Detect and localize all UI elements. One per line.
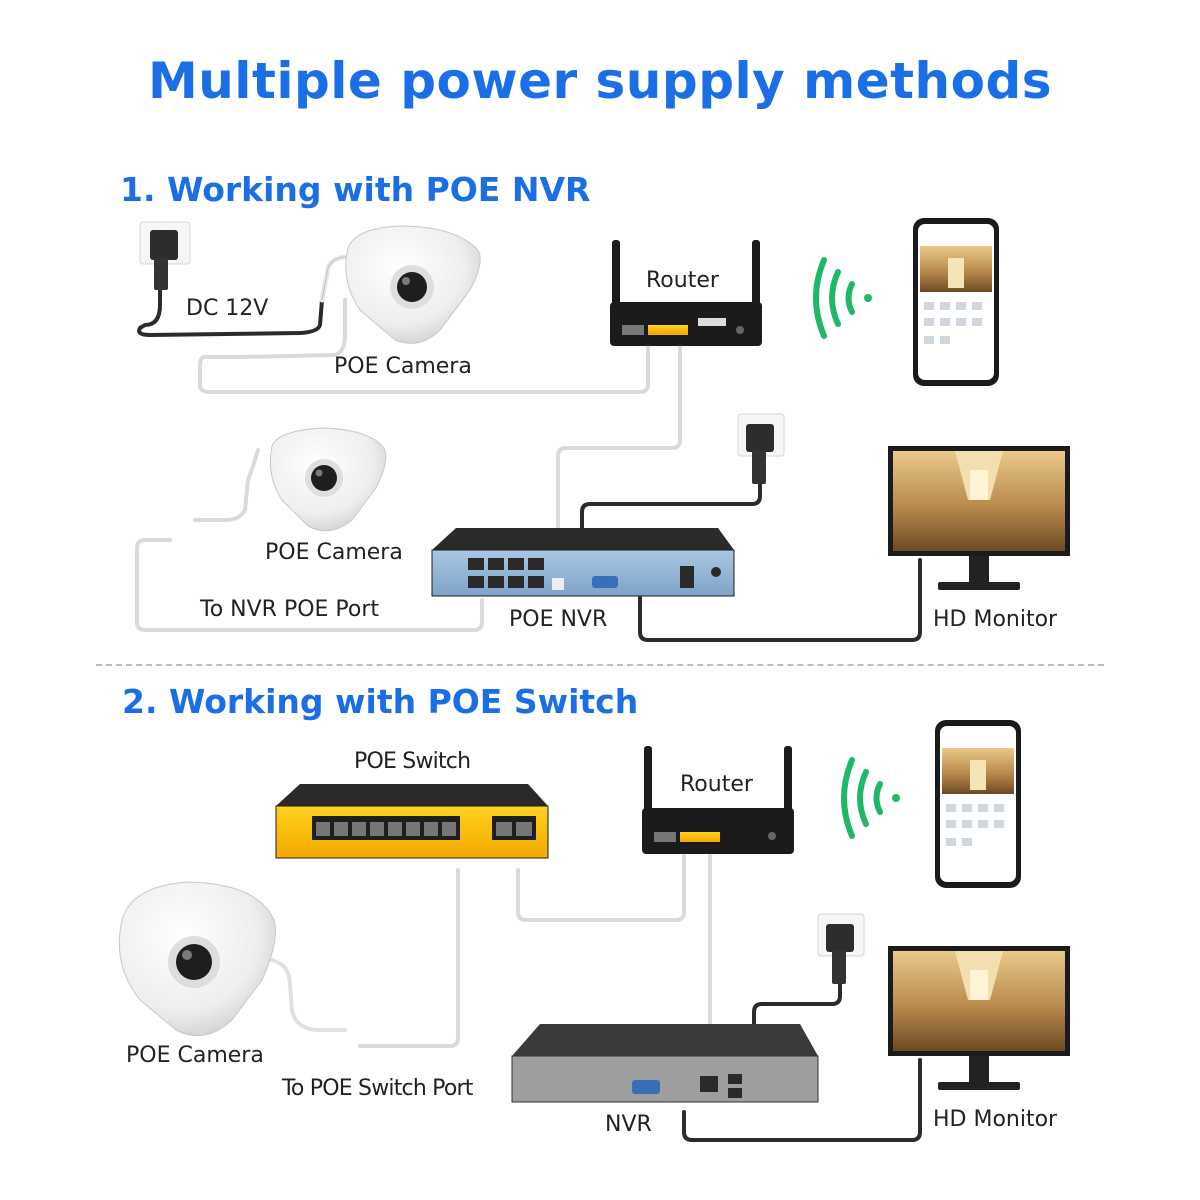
router-label: Router [680, 772, 753, 797]
wifi-signal-icon [813, 257, 872, 339]
poe-nvr-icon [431, 528, 735, 597]
hd-monitor-icon [888, 446, 1070, 590]
poe-switch-label: POE Switch [354, 749, 471, 774]
router-icon [642, 746, 794, 854]
nvr-label: NVR [605, 1112, 652, 1137]
monitor-label: HD Monitor [933, 1107, 1058, 1132]
camera-label: POE Camera [126, 1043, 264, 1068]
router-icon [610, 240, 762, 346]
monitor-label: HD Monitor [933, 607, 1058, 632]
wall-socket-icon [139, 221, 191, 290]
wifi-signal-icon [841, 757, 900, 839]
poe-switch-icon [275, 784, 549, 859]
section-divider [96, 664, 1104, 666]
switch-port-label: To POE Switch Port [282, 1076, 473, 1101]
section1-cables [135, 254, 922, 642]
fisheye-camera-icon [269, 427, 387, 532]
fisheye-camera-icon [118, 881, 276, 1037]
section2-heading: 2. Working with POE Switch [122, 682, 639, 721]
wall-socket-icon [817, 913, 865, 984]
nvr-port-label: To NVR POE Port [200, 597, 380, 622]
router-label: Router [646, 268, 719, 293]
page-title: Multiple power supply methods [147, 52, 1053, 110]
section1-heading: 1. Working with POE NVR [120, 170, 591, 209]
camera-top-label: POE Camera [334, 354, 472, 379]
section2-cables [270, 854, 922, 1142]
camera-mid-label: POE Camera [265, 540, 403, 565]
poe-nvr-label: POE NVR [509, 607, 608, 632]
smartphone-icon [935, 720, 1021, 888]
dc-power-label: DC 12V [186, 296, 269, 321]
nvr-icon [511, 1024, 819, 1103]
fisheye-camera-icon [345, 225, 481, 344]
wall-socket-icon [737, 413, 785, 484]
smartphone-icon [913, 218, 999, 386]
hd-monitor-icon [888, 946, 1070, 1090]
